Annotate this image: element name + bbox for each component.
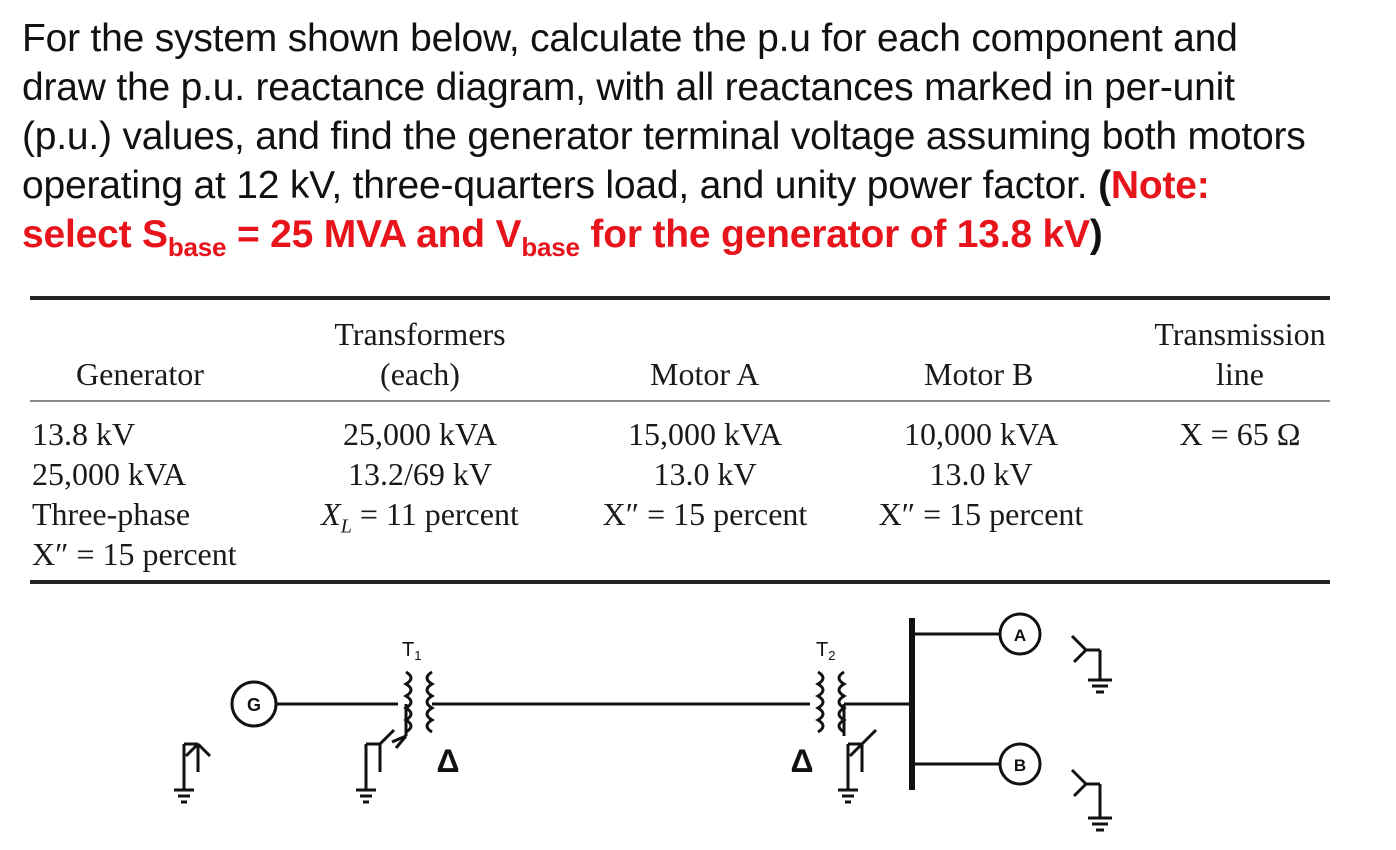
note-open-paren: ( (1098, 164, 1111, 207)
header-motor-a: Motor A (650, 356, 760, 392)
header-motor-b: Motor B (924, 356, 1034, 392)
generator-rating: 25,000 kVA (32, 456, 187, 492)
t2-label: T2 (816, 639, 835, 663)
note-label: Note: (1110, 164, 1210, 207)
note-part-1: select S (22, 213, 168, 256)
motor-a-reactance: X″ = 15 percent (602, 496, 808, 532)
header-line-2: line (1216, 356, 1264, 392)
generator-specs: 13.8 kV 25,000 kVA Three-phase X″ = 15 p… (32, 414, 237, 574)
motor-a-label: A (1014, 626, 1026, 645)
problem-line-1: For the system shown below, calculate th… (22, 17, 1238, 60)
t2-wye-ground-icon (838, 728, 878, 804)
line-reactance: X = 65 Ω (1179, 416, 1301, 452)
one-line-diagram: G A B T1 T2 Δ Δ (174, 612, 1112, 832)
motor-b-rating: 10,000 kVA (903, 416, 1059, 452)
transformer-voltage: 13.2/69 kV (348, 456, 492, 492)
header-transformers-line-1: Transformers (334, 316, 506, 352)
t1-delta-symbol: Δ (437, 743, 460, 779)
problem-line-3: (p.u.) values, and find the generator te… (22, 115, 1306, 158)
motor-b-symbol (998, 742, 1042, 786)
problem-line-2: draw the p.u. reactance diagram, with al… (22, 66, 1235, 109)
header-line-1: Transmission (1154, 316, 1326, 352)
transformer-specs: 25,000 kVA 13.2/69 kV XL = 11 percent (290, 414, 550, 546)
generator-label: G (247, 695, 261, 715)
header-transmission-line: Transmission line (1130, 314, 1350, 394)
t1-label-letter: T (402, 639, 414, 661)
transformer-reactance-symbol: X (321, 496, 341, 532)
motor-a-symbol (998, 612, 1042, 656)
generator-voltage: 13.8 kV (32, 416, 136, 452)
t1-label: T1 (402, 639, 421, 663)
motor-a-wye-ground-icon (1070, 634, 1112, 694)
motor-a-voltage: 13.0 kV (653, 456, 757, 492)
problem-statement: For the system shown below, calculate th… (22, 14, 1382, 262)
generator-wye-ground-icon (174, 742, 212, 804)
table-bottom-rule (30, 580, 1330, 584)
note-part-3: for the generator of 13.8 kV (579, 213, 1090, 256)
note-line: select Sbase = 25 MVA and Vbase for the … (22, 210, 1382, 262)
transformer-t1-icon (391, 670, 435, 749)
motor-b-specs: 10,000 kVA 13.0 kV X″ = 15 percent (856, 414, 1106, 534)
transformer-t2-icon (815, 670, 847, 736)
generator-reactance: X″ = 15 percent (32, 536, 237, 572)
motor-b-reactance: X″ = 15 percent (878, 496, 1084, 532)
table-top-rule (30, 296, 1330, 300)
note-sub-1: base (167, 232, 227, 262)
generator-phase: Three-phase (32, 496, 191, 532)
t2-delta-symbol: Δ (791, 743, 814, 779)
t1-label-sub: 1 (414, 648, 421, 663)
motor-a-rating: 15,000 kVA (627, 416, 783, 452)
header-transformers: Transformers (each) (300, 314, 540, 394)
problem-line-4-text: operating at 12 kV, three-quarters load,… (22, 164, 1099, 207)
t2-label-letter: T (816, 639, 828, 661)
motor-a-specs: 15,000 kVA 13.0 kV X″ = 15 percent (580, 414, 830, 534)
transformer-reactance-sub: L (340, 515, 352, 538)
transformer-reactance: XL = 11 percent (290, 494, 550, 546)
table-header-rule (30, 400, 1330, 402)
problem-line-4: operating at 12 kV, three-quarters load,… (22, 161, 1382, 210)
t2-label-sub: 2 (828, 648, 835, 663)
t1-wye-ground-icon (356, 728, 396, 804)
note-close-paren: ) (1089, 213, 1103, 256)
motor-b-wye-ground-icon (1070, 768, 1112, 832)
transformer-reactance-value: = 11 percent (351, 496, 519, 532)
motor-b-voltage: 13.0 kV (929, 456, 1033, 492)
line-specs: X = 65 Ω (1130, 414, 1350, 454)
header-generator: Generator (76, 356, 204, 392)
transformer-rating: 25,000 kVA (342, 416, 498, 452)
note-sub-2: base (521, 232, 580, 262)
note-part-2: = 25 MVA and V (226, 213, 522, 256)
motor-b-label: B (1014, 756, 1026, 775)
header-transformers-line-2: (each) (380, 356, 460, 392)
